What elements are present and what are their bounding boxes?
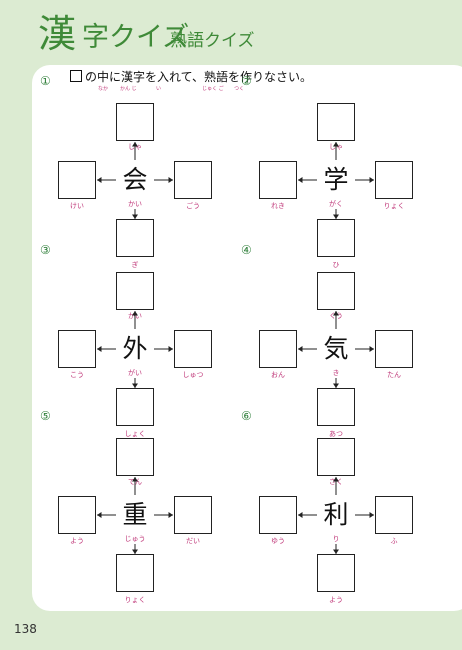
arrow-down-5 [132, 544, 138, 554]
answer-box-right-3[interactable] [174, 330, 212, 368]
arrow-right-4 [355, 346, 374, 352]
instruction-ruby-4: じゅく ご [202, 86, 224, 92]
reading-left-3: こう [70, 371, 84, 379]
answer-box-bottom-6[interactable] [317, 554, 355, 592]
reading-center-4: き [332, 369, 340, 377]
answer-box-top-1[interactable] [116, 103, 154, 141]
center-kanji-1: 会 [122, 165, 148, 194]
reading-bottom-3: しょく [124, 430, 146, 438]
answer-box-top-2[interactable] [317, 103, 355, 141]
reading-right-3: しゅつ [182, 371, 204, 379]
center-kanji-5: 重 [122, 500, 148, 529]
arrow-down-6 [333, 544, 339, 554]
arrow-up-4 [333, 311, 339, 329]
reading-left-4: おん [271, 371, 285, 379]
instruction-ruby-1: なか [98, 86, 109, 92]
answer-box-bottom-1[interactable] [116, 219, 154, 257]
arrow-up-2 [333, 142, 339, 160]
arrow-down-3 [132, 378, 138, 388]
reading-bottom-5: りょく [124, 596, 146, 604]
arrow-left-1 [97, 177, 116, 183]
reading-left-2: れき [271, 202, 285, 210]
answer-box-right-5[interactable] [174, 496, 212, 534]
center-kanji-2: 学 [323, 165, 349, 194]
answer-box-top-4[interactable] [317, 272, 355, 310]
instruction: の中に漢字を入れて、熟語を作りなさい。 [70, 69, 312, 85]
puzzle-number-5: ⑤ [40, 409, 51, 423]
arrow-left-4 [298, 346, 317, 352]
title-kanji: 漢 [38, 12, 77, 56]
answer-box-top-6[interactable] [317, 438, 355, 476]
reading-bottom-6: よう [329, 596, 343, 604]
instruction-ruby-2: かん じ [120, 86, 137, 92]
arrow-down-4 [333, 378, 339, 388]
arrow-up-5 [132, 477, 138, 495]
arrow-down-1 [132, 209, 138, 219]
puzzle-number-1: ① [40, 74, 51, 88]
answer-box-right-2[interactable] [375, 161, 413, 199]
arrow-left-5 [97, 512, 116, 518]
reading-right-4: たん [387, 371, 401, 379]
answer-box-top-5[interactable] [116, 438, 154, 476]
puzzle-number-4: ④ [241, 243, 252, 257]
arrow-right-1 [154, 177, 173, 183]
reading-bottom-4: あつ [329, 430, 343, 438]
arrow-right-2 [355, 177, 374, 183]
reading-left-5: よう [70, 537, 84, 545]
blank-square-icon [70, 70, 82, 82]
arrow-down-2 [333, 209, 339, 219]
reading-right-6: ふ [390, 537, 398, 545]
answer-box-left-1[interactable] [58, 161, 96, 199]
reading-right-2: りょく [383, 202, 405, 210]
reading-center-6: り [332, 535, 340, 543]
instruction-ruby-5: つく [234, 86, 245, 92]
reading-left-1: けい [70, 202, 84, 210]
reading-center-5: じゅう [124, 535, 146, 543]
center-kanji-4: 気 [323, 334, 349, 363]
arrow-up-6 [333, 477, 339, 495]
answer-box-right-6[interactable] [375, 496, 413, 534]
answer-box-left-5[interactable] [58, 496, 96, 534]
answer-box-top-3[interactable] [116, 272, 154, 310]
puzzle-number-2: ② [241, 74, 252, 88]
center-kanji-6: 利 [323, 500, 349, 529]
answer-box-left-6[interactable] [259, 496, 297, 534]
answer-box-bottom-5[interactable] [116, 554, 154, 592]
answer-box-bottom-2[interactable] [317, 219, 355, 257]
reading-bottom-1: ぎ [131, 261, 139, 269]
answer-box-right-1[interactable] [174, 161, 212, 199]
puzzle-number-3: ③ [40, 243, 51, 257]
arrow-left-3 [97, 346, 116, 352]
arrow-up-3 [132, 311, 138, 329]
arrow-left-2 [298, 177, 317, 183]
answer-box-right-4[interactable] [375, 330, 413, 368]
instruction-text: の中に漢字を入れて、熟語を作りなさい。 [85, 70, 313, 84]
arrow-up-1 [132, 142, 138, 160]
reading-center-3: がい [128, 369, 142, 377]
arrow-left-6 [298, 512, 317, 518]
reading-bottom-2: ひ [332, 261, 340, 269]
reading-left-6: ゆう [271, 537, 285, 545]
page-subtitle: 熟語クイズ [170, 31, 255, 51]
arrow-right-3 [154, 346, 173, 352]
reading-center-2: がく [329, 200, 343, 208]
answer-box-left-4[interactable] [259, 330, 297, 368]
arrow-right-6 [355, 512, 374, 518]
answer-box-bottom-4[interactable] [317, 388, 355, 426]
reading-center-1: かい [128, 200, 142, 208]
reading-right-5: だい [186, 537, 200, 545]
title-rest: 字クイズ [82, 22, 190, 53]
reading-right-1: ごう [186, 202, 200, 210]
answer-box-left-3[interactable] [58, 330, 96, 368]
page-number: 138 [14, 622, 37, 636]
center-kanji-3: 外 [122, 334, 148, 363]
puzzle-number-6: ⑥ [241, 409, 252, 423]
instruction-ruby-3: い [156, 86, 162, 92]
answer-box-left-2[interactable] [259, 161, 297, 199]
arrow-right-5 [154, 512, 173, 518]
answer-box-bottom-3[interactable] [116, 388, 154, 426]
